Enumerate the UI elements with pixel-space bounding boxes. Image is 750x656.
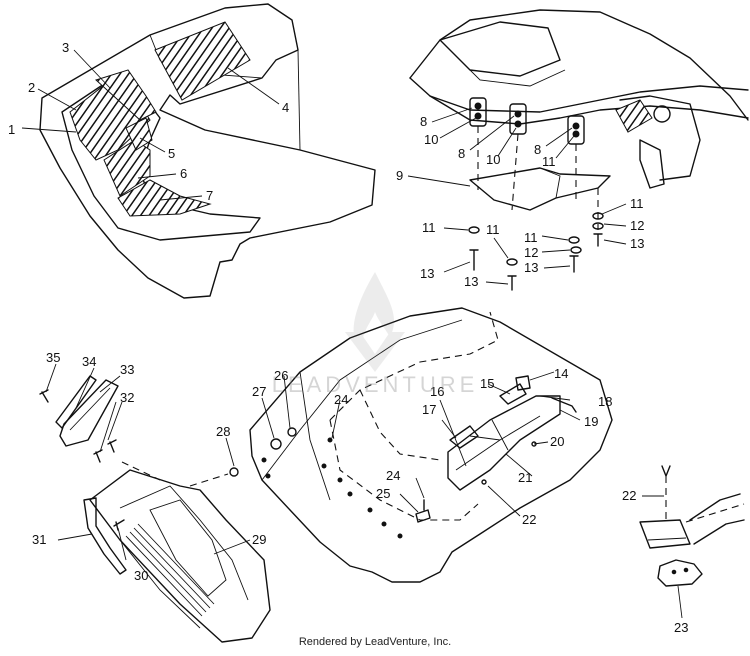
hull-bottom xyxy=(225,307,613,583)
flame-logo-icon xyxy=(345,272,405,372)
callout-14: 14 xyxy=(554,366,568,381)
callout-33: 33 xyxy=(120,362,134,377)
bracket-33 xyxy=(59,379,119,447)
callout-9: 9 xyxy=(396,168,403,183)
intake-grate-21 xyxy=(447,395,561,491)
callout-25: 25 xyxy=(376,486,390,501)
callout-13d: 13 xyxy=(630,236,644,251)
intake-duct-29 xyxy=(89,469,271,643)
callout-18: 18 xyxy=(598,394,612,409)
callout-8a: 8 xyxy=(420,114,427,129)
callout-35: 35 xyxy=(46,350,60,365)
seat-pad-3 xyxy=(95,69,157,121)
trim-strip-34 xyxy=(55,375,97,429)
bracket-9 xyxy=(469,167,611,211)
pad-23 xyxy=(657,559,703,587)
callout-29: 29 xyxy=(252,532,266,547)
callout-30: 30 xyxy=(134,568,148,583)
callout-16: 16 xyxy=(430,384,444,399)
callout-3: 3 xyxy=(62,40,69,55)
trim-parts xyxy=(39,363,271,643)
seat-assembly xyxy=(21,3,376,299)
footer-credit: Rendered by LeadVenture, Inc. xyxy=(298,636,452,648)
callout-26: 26 xyxy=(274,368,288,383)
callout-6: 6 xyxy=(180,166,187,181)
callout-13b: 13 xyxy=(464,274,478,289)
seat-pad-5 xyxy=(125,117,153,151)
callout-24a: 24 xyxy=(334,392,348,407)
callout-34: 34 xyxy=(82,354,96,369)
callout-23: 23 xyxy=(674,620,688,635)
callout-24b: 24 xyxy=(386,468,400,483)
callout-19: 19 xyxy=(584,414,598,429)
callout-27: 27 xyxy=(252,384,266,399)
tube-31 xyxy=(83,497,127,575)
callout-15: 15 xyxy=(480,376,494,391)
callout-10b: 10 xyxy=(486,152,500,167)
callout-10a: 10 xyxy=(424,132,438,147)
callout-4: 4 xyxy=(282,100,289,115)
watermark-text: LEADVENTURE xyxy=(271,372,479,397)
callout-20: 20 xyxy=(550,434,564,449)
hull-bracket-assembly xyxy=(407,9,749,291)
callout-13a: 13 xyxy=(420,266,434,281)
seat-pad-6 xyxy=(103,139,151,197)
callout-5: 5 xyxy=(168,146,175,161)
callout-2: 2 xyxy=(28,80,35,95)
callout-22b: 22 xyxy=(622,488,636,503)
seat-pad-4 xyxy=(154,21,251,101)
callout-11c: 11 xyxy=(486,222,500,237)
callout-7: 7 xyxy=(206,188,213,203)
callout-13c: 13 xyxy=(524,260,538,275)
callout-11d: 11 xyxy=(524,230,538,245)
seat-pad-7 xyxy=(117,179,212,217)
callout-8b: 8 xyxy=(458,146,465,161)
hinge-assembly xyxy=(639,465,745,619)
callout-1: 1 xyxy=(8,122,15,137)
callout-17: 17 xyxy=(422,402,436,417)
callout-11e: 11 xyxy=(630,196,644,211)
callout-28: 28 xyxy=(216,424,230,439)
callout-8c: 8 xyxy=(534,142,541,157)
callout-22a: 22 xyxy=(522,512,536,527)
hinge-22 xyxy=(639,519,691,549)
callout-12a: 12 xyxy=(524,245,538,260)
callout-11b: 11 xyxy=(422,220,436,235)
callout-32: 32 xyxy=(120,390,134,405)
callout-21: 21 xyxy=(518,470,532,485)
callout-12b: 12 xyxy=(630,218,644,233)
callout-11a: 11 xyxy=(542,154,556,169)
callout-31: 31 xyxy=(32,532,46,547)
callout-labels: 3 2 1 4 5 6 7 8 10 8 10 8 11 9 11 11 13 … xyxy=(8,40,688,635)
